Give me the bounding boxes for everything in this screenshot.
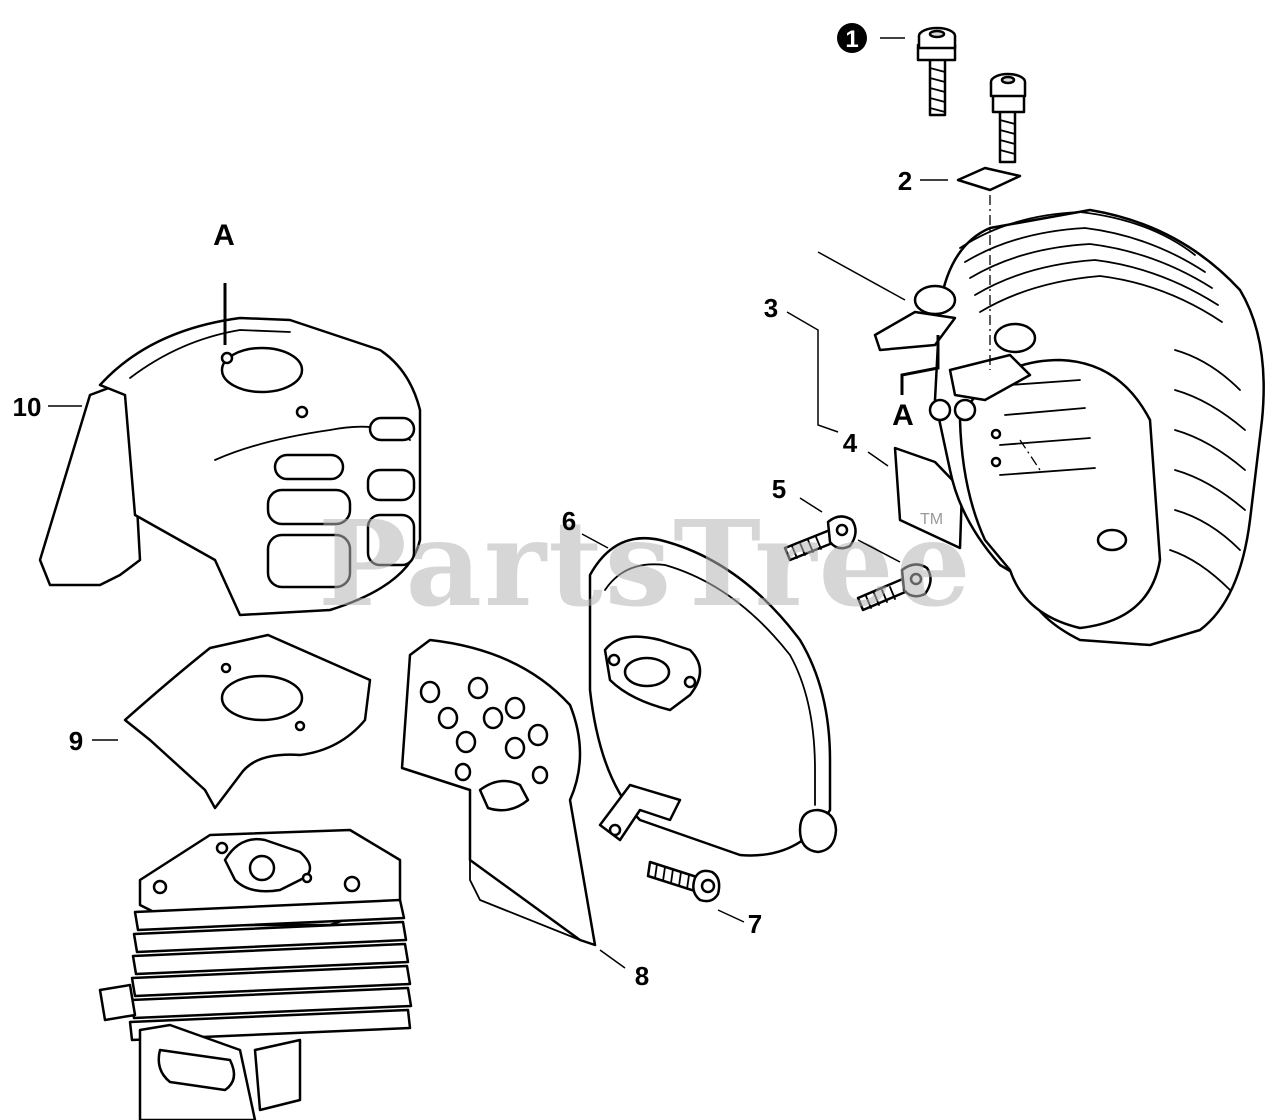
engine-cylinder[interactable] — [98, 828, 413, 1120]
engine-shroud[interactable] — [873, 208, 1265, 647]
part-10-cylinder-cover[interactable] — [38, 316, 422, 617]
part-8-heat-shield[interactable] — [400, 638, 597, 947]
reference-a-left: A — [213, 219, 235, 252]
part-1-bolts[interactable] — [916, 26, 1027, 164]
callout-7: 7 — [748, 909, 762, 939]
part-9-baffle-plate[interactable] — [123, 633, 372, 810]
callout-1-badge — [837, 23, 867, 53]
callout-1: 1 — [845, 26, 858, 53]
part-2-small-gasket[interactable] — [956, 166, 1022, 192]
callout-labels: 1 2 3 4 5 6 7 8 9 10 A A — [13, 23, 914, 991]
part-4-label[interactable]: TM — [893, 446, 964, 550]
assembly-centerline-lower — [1019, 439, 1041, 471]
part-5-screws[interactable] — [783, 515, 932, 612]
callout-4: 4 — [843, 428, 858, 458]
callout-5: 5 — [772, 474, 786, 504]
callout-2: 2 — [898, 166, 912, 196]
part-7-bolt[interactable] — [646, 860, 721, 903]
leader-lines — [48, 37, 948, 969]
callout-3: 3 — [764, 293, 778, 323]
watermark-text: PartsTree — [318, 494, 973, 633]
callout-10: 10 — [13, 392, 42, 422]
reference-a-right: A — [892, 399, 914, 432]
callout-8: 8 — [635, 961, 649, 991]
callout-9: 9 — [69, 726, 83, 756]
trademark-text: TM — [920, 511, 943, 528]
part-6-muffler[interactable] — [588, 536, 838, 857]
callout-6: 6 — [562, 506, 576, 536]
